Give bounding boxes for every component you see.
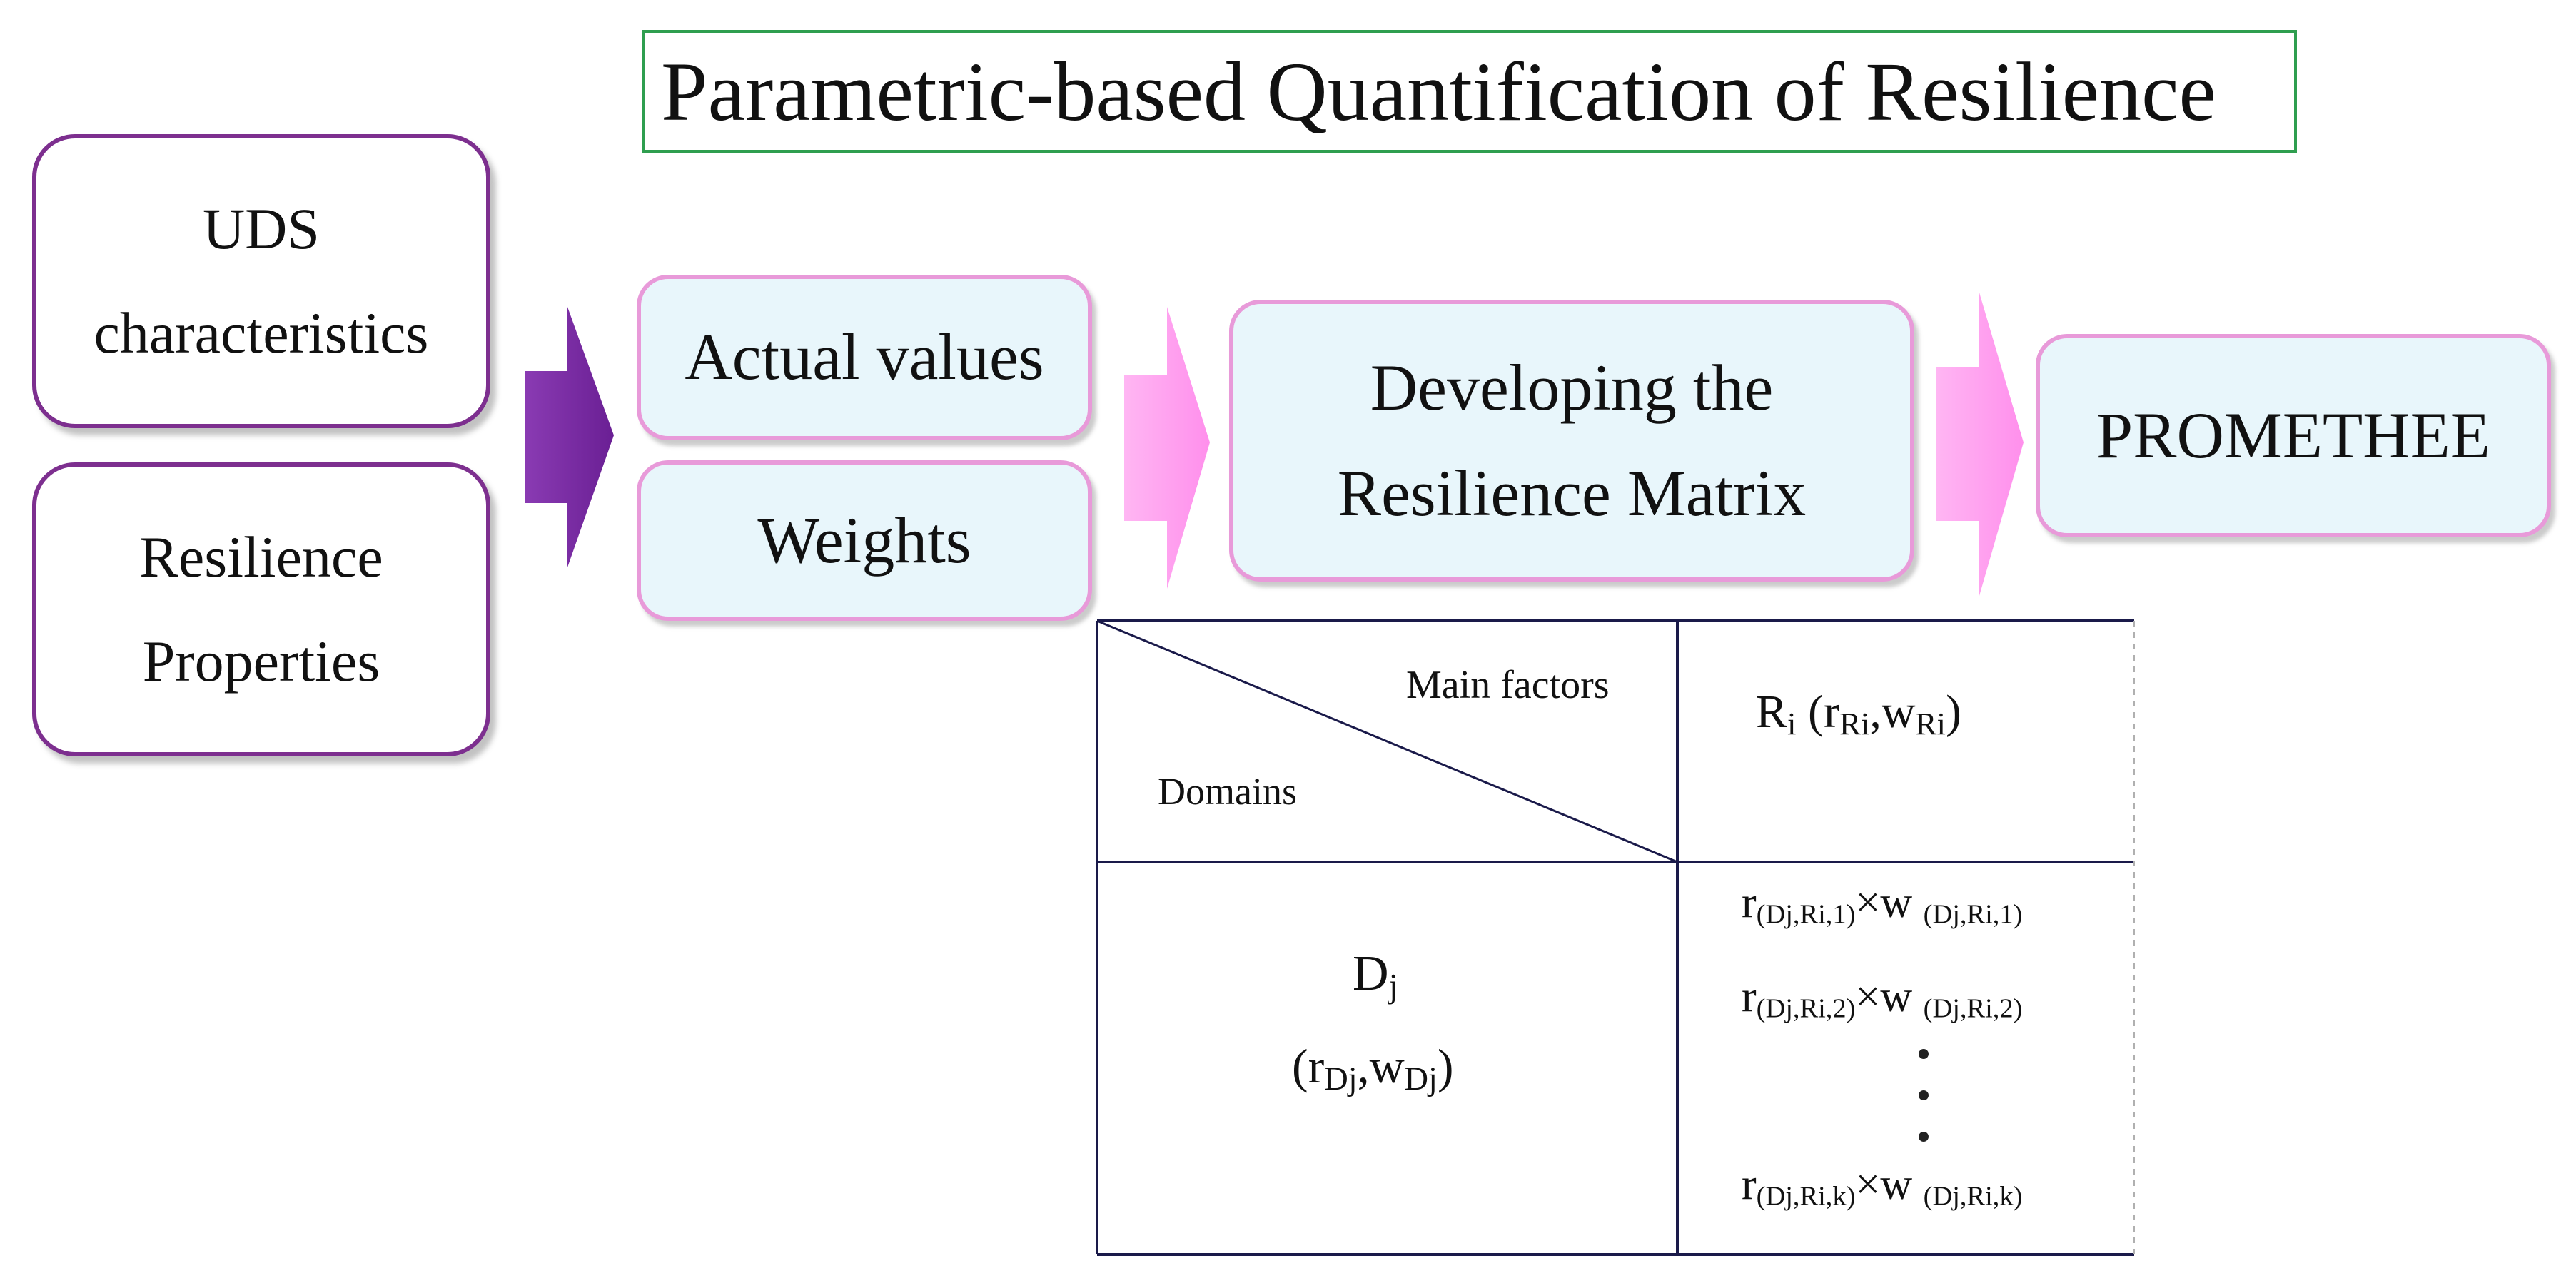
developing-line-1: Developing the — [1370, 351, 1774, 425]
arrow-inputs-to-steps — [525, 307, 614, 567]
ellipsis-dot — [1919, 1049, 1929, 1059]
title-box: Parametric-based Quantification of Resil… — [642, 30, 2297, 153]
header-domains: Domains — [1158, 770, 1297, 813]
resilience-line-2: Properties — [142, 629, 380, 694]
matrix-cell: r(Dj,Ri,1)×w (Dj,Ri,1) — [1742, 878, 2023, 930]
actual-values-label: Actual values — [685, 320, 1044, 394]
promethee-box: PROMETHEE — [2036, 334, 2551, 537]
matrix-cell: r(Dj,Ri,2)×w (Dj,Ri,2) — [1742, 973, 2023, 1024]
uds-line-2: characteristics — [94, 300, 429, 365]
matrix-table — [1096, 619, 2135, 1256]
actual-values-box: Actual values — [637, 275, 1092, 440]
uds-line-1: UDS — [202, 196, 320, 262]
arrow-matrix-to-promethee — [1936, 293, 2024, 596]
row-header-dj: Dj — [1353, 946, 1398, 1005]
uds-characteristics-box: UDS characteristics — [32, 134, 490, 428]
promethee-label: PROMETHEE — [2096, 398, 2490, 472]
ellipsis-dot — [1919, 1090, 1929, 1100]
developing-line-2: Resilience Matrix — [1337, 456, 1807, 529]
weights-label: Weights — [757, 503, 971, 577]
diagonal-divider — [1096, 619, 1678, 863]
matrix-cell: r(Dj,Ri,k)×w (Dj,Ri,k) — [1742, 1160, 2023, 1212]
row-header-params: (rDj,wDj) — [1292, 1039, 1454, 1098]
diagram-title: Parametric-based Quantification of Resil… — [661, 45, 2216, 138]
resilience-properties-box: Resilience Properties — [32, 462, 490, 756]
weights-box: Weights — [637, 460, 1092, 621]
resilience-line-1: Resilience — [139, 524, 383, 590]
header-main-factors: Main factors — [1406, 663, 1610, 707]
developing-matrix-box: Developing the Resilience Matrix — [1229, 300, 1914, 582]
ellipsis-dot — [1919, 1132, 1929, 1142]
column-header-ri: Ri (rRi,wRi) — [1756, 686, 1961, 741]
arrow-steps-to-matrix — [1124, 307, 1210, 589]
